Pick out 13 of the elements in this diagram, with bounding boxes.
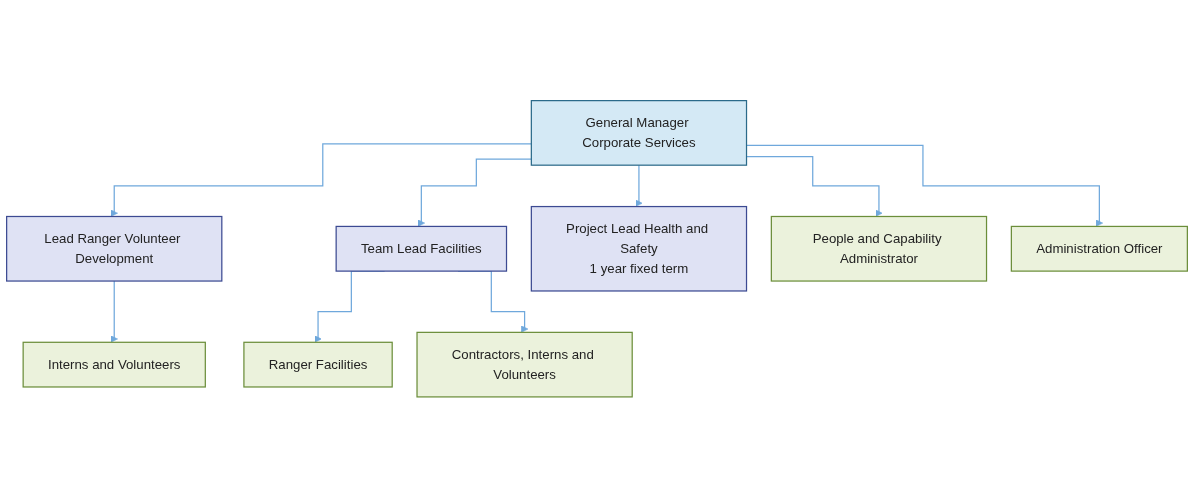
arrow [110, 143, 532, 218]
node-box: Ranger Facilities [243, 341, 393, 388]
arrow [110, 280, 118, 343]
node-box: Project Lead Health and Safety 1 year fixed term [530, 206, 748, 292]
arrow [417, 158, 532, 227]
node-box: People and Capability Administrator [770, 216, 988, 282]
node-box: Interns and Volunteers [22, 341, 206, 388]
node-box: Team Lead Facilities [335, 226, 508, 272]
node-box: Contractors, Interns and Volunteers [416, 331, 633, 398]
node-box: General Manager Corporate Services [530, 100, 748, 167]
node-box: Administration Officer [1010, 226, 1188, 272]
arrow [635, 164, 643, 208]
node-box: Lead Ranger Volunteer Development [6, 216, 223, 282]
